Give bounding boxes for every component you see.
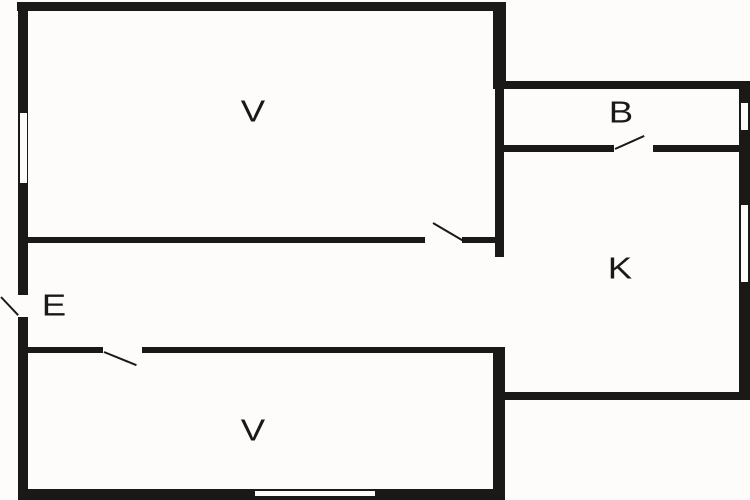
door-swing-room-bottom-icon: [103, 351, 137, 367]
window-bottom-icon: [255, 491, 375, 496]
room-label-e: E: [41, 287, 67, 323]
wall-hall-top-right: [462, 237, 495, 243]
wall-k-bottom-outer: [493, 392, 750, 400]
wall-b-k-divider-left: [500, 145, 614, 152]
wall-hall-bottom-right: [142, 347, 495, 353]
window-left-icon: [19, 113, 27, 183]
room-label-k: K: [607, 250, 633, 286]
wall-divider-vertical-top: [493, 2, 506, 88]
room-label-top-v: V: [240, 93, 266, 129]
wall-divider-vertical-bottom: [493, 347, 505, 500]
room-label-b: B: [608, 94, 634, 130]
wall-hall-bottom-left: [28, 347, 103, 353]
wall-wing-top-outer: [493, 81, 750, 89]
room-label-bottom-v: V: [240, 412, 266, 448]
door-opening-entrance: [16, 295, 30, 317]
wall-divider-vertical-mid: [495, 88, 504, 257]
wall-b-k-divider-right: [653, 145, 739, 152]
door-swing-room-b-icon: [614, 135, 645, 150]
wall-top-outer: [17, 2, 506, 11]
window-room-b-icon: [740, 103, 748, 130]
window-room-k-icon: [740, 205, 748, 282]
wall-hall-top-left: [28, 237, 425, 243]
door-swing-room-top-icon: [432, 222, 463, 242]
wall-left-outer: [18, 2, 28, 498]
